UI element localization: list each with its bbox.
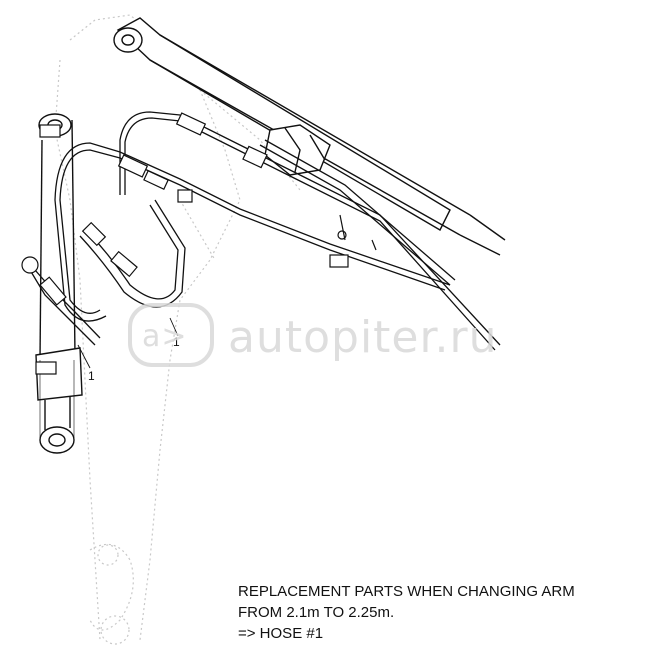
watermark: a> autopiter.ru bbox=[128, 303, 498, 367]
watermark-text: autopiter.ru bbox=[228, 312, 498, 363]
watermark-logo-icon bbox=[128, 303, 214, 367]
arm-cylinder bbox=[35, 113, 83, 454]
callout-label: 1 bbox=[88, 369, 95, 383]
arm-outline bbox=[54, 14, 301, 645]
watermark-logo-glyph: a> bbox=[142, 319, 188, 354]
caption: REPLACEMENT PARTS WHEN CHANGING ARM FROM… bbox=[238, 581, 663, 644]
callout-leaders bbox=[77, 317, 179, 369]
caption-line-3: => HOSE #1 bbox=[238, 625, 324, 642]
caption-line-2: FROM 2.1m TO 2.25m. bbox=[238, 604, 395, 621]
hose-fittings bbox=[21, 112, 377, 375]
caption-line-1: REPLACEMENT PARTS WHEN CHANGING ARM bbox=[238, 583, 575, 600]
boom-cylinder bbox=[113, 17, 506, 256]
callout-label: 1 bbox=[173, 335, 180, 349]
